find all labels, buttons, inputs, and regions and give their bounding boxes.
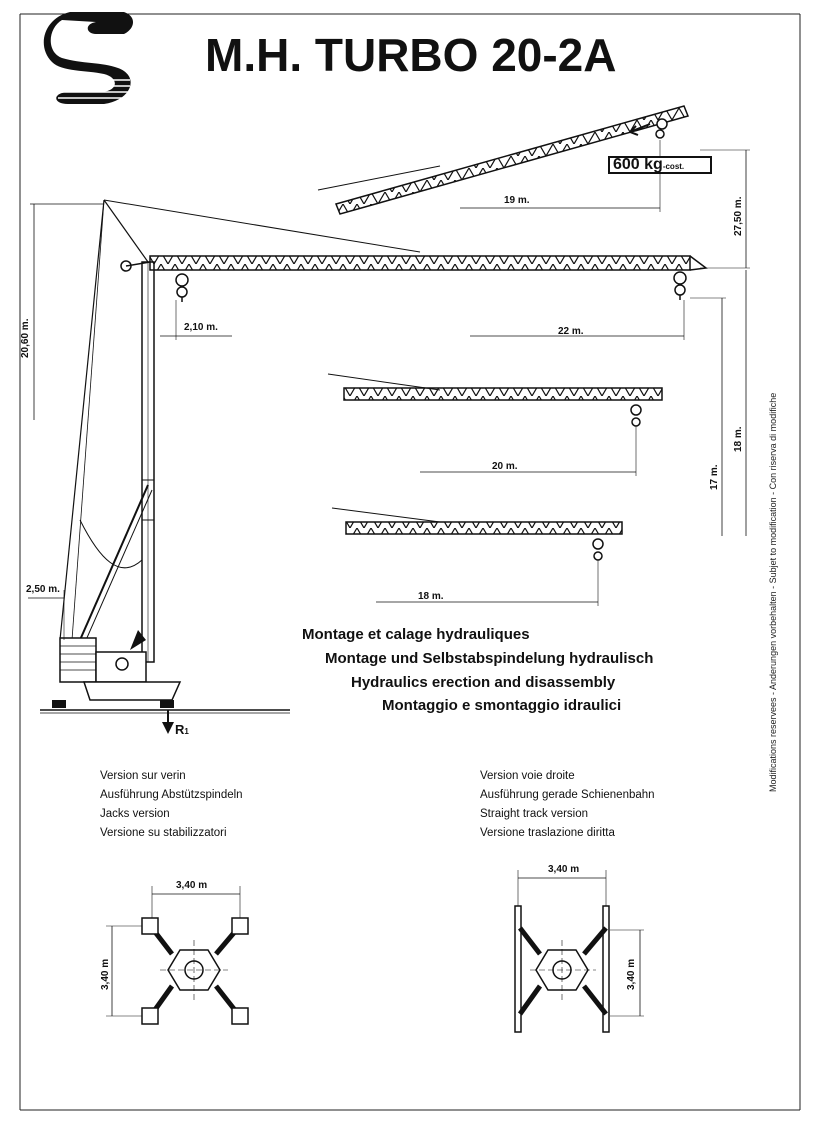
reaction-label: R1 <box>175 722 189 737</box>
crane-base <box>52 630 182 708</box>
version-left-it: Versione su stabilizzatori <box>100 827 227 839</box>
dim-jib-main: 22 m. <box>558 326 584 337</box>
jib-20m <box>327 373 663 427</box>
dim-height-main: 20,60 m. <box>20 318 31 358</box>
caption-fr: Montage et calage hydrauliques <box>302 626 530 643</box>
version-left-fr: Version sur verin <box>100 770 186 782</box>
hook-main-far <box>673 271 687 300</box>
footprint-jacks <box>106 886 249 1025</box>
load-capacity-badge: 600 kg-cost. <box>608 156 712 174</box>
version-right-de: Ausführung gerade Schienenbahn <box>480 789 655 801</box>
brand-logo <box>43 12 133 104</box>
dim-height-17: 17 m. <box>709 464 720 490</box>
hook-main-near <box>175 273 189 302</box>
version-left-list: Version sur verin Ausführung Abstützspin… <box>100 767 243 843</box>
load-value: 600 kg <box>613 156 663 173</box>
dim-base-width-left: 3,40 m <box>176 880 208 891</box>
page-title: M.H. TURBO 20-2A <box>205 29 617 81</box>
dim-height-18: 18 m. <box>733 426 744 452</box>
load-suffix: -cost. <box>662 162 685 171</box>
dim-base-offset: 2,50 m. <box>26 584 60 595</box>
dim-jib-luffed: 19 m. <box>504 195 530 206</box>
footprint-track <box>514 870 644 1033</box>
version-right-fr: Version voie droite <box>480 770 575 782</box>
caption-en: Hydraulics erection and disassembly <box>351 674 616 691</box>
main-jib <box>120 255 708 272</box>
version-right-it: Versione traslazione diritta <box>480 827 615 839</box>
dim-height-luffed: 27,50 m. <box>733 196 744 236</box>
jib-18m <box>331 507 623 561</box>
dim-base-width-right: 3,40 m <box>548 864 580 875</box>
tower-mast <box>141 261 155 663</box>
luffed-jib <box>317 105 690 215</box>
version-left-en: Jacks version <box>100 808 170 820</box>
modification-notice: Modifications reservees - Anderungen vor… <box>768 392 778 792</box>
version-right-list: Version voie droite Ausführung gerade Sc… <box>480 767 655 843</box>
dim-jib-mid: 20 m. <box>492 461 518 472</box>
dim-jib-short: 18 m. <box>418 591 444 602</box>
dim-base-depth-right: 3,40 m <box>626 958 637 990</box>
caption-it: Montaggio e smontaggio idraulici <box>382 697 622 714</box>
version-right-en: Straight track version <box>480 808 589 820</box>
version-left-de: Ausführung Abstützspindeln <box>100 789 243 801</box>
dim-counter-jib: 2,10 m. <box>184 322 218 333</box>
caption-de: Montage und Selbstabspindelung hydraulis… <box>325 650 654 667</box>
dim-base-depth-left: 3,40 m <box>100 958 111 990</box>
